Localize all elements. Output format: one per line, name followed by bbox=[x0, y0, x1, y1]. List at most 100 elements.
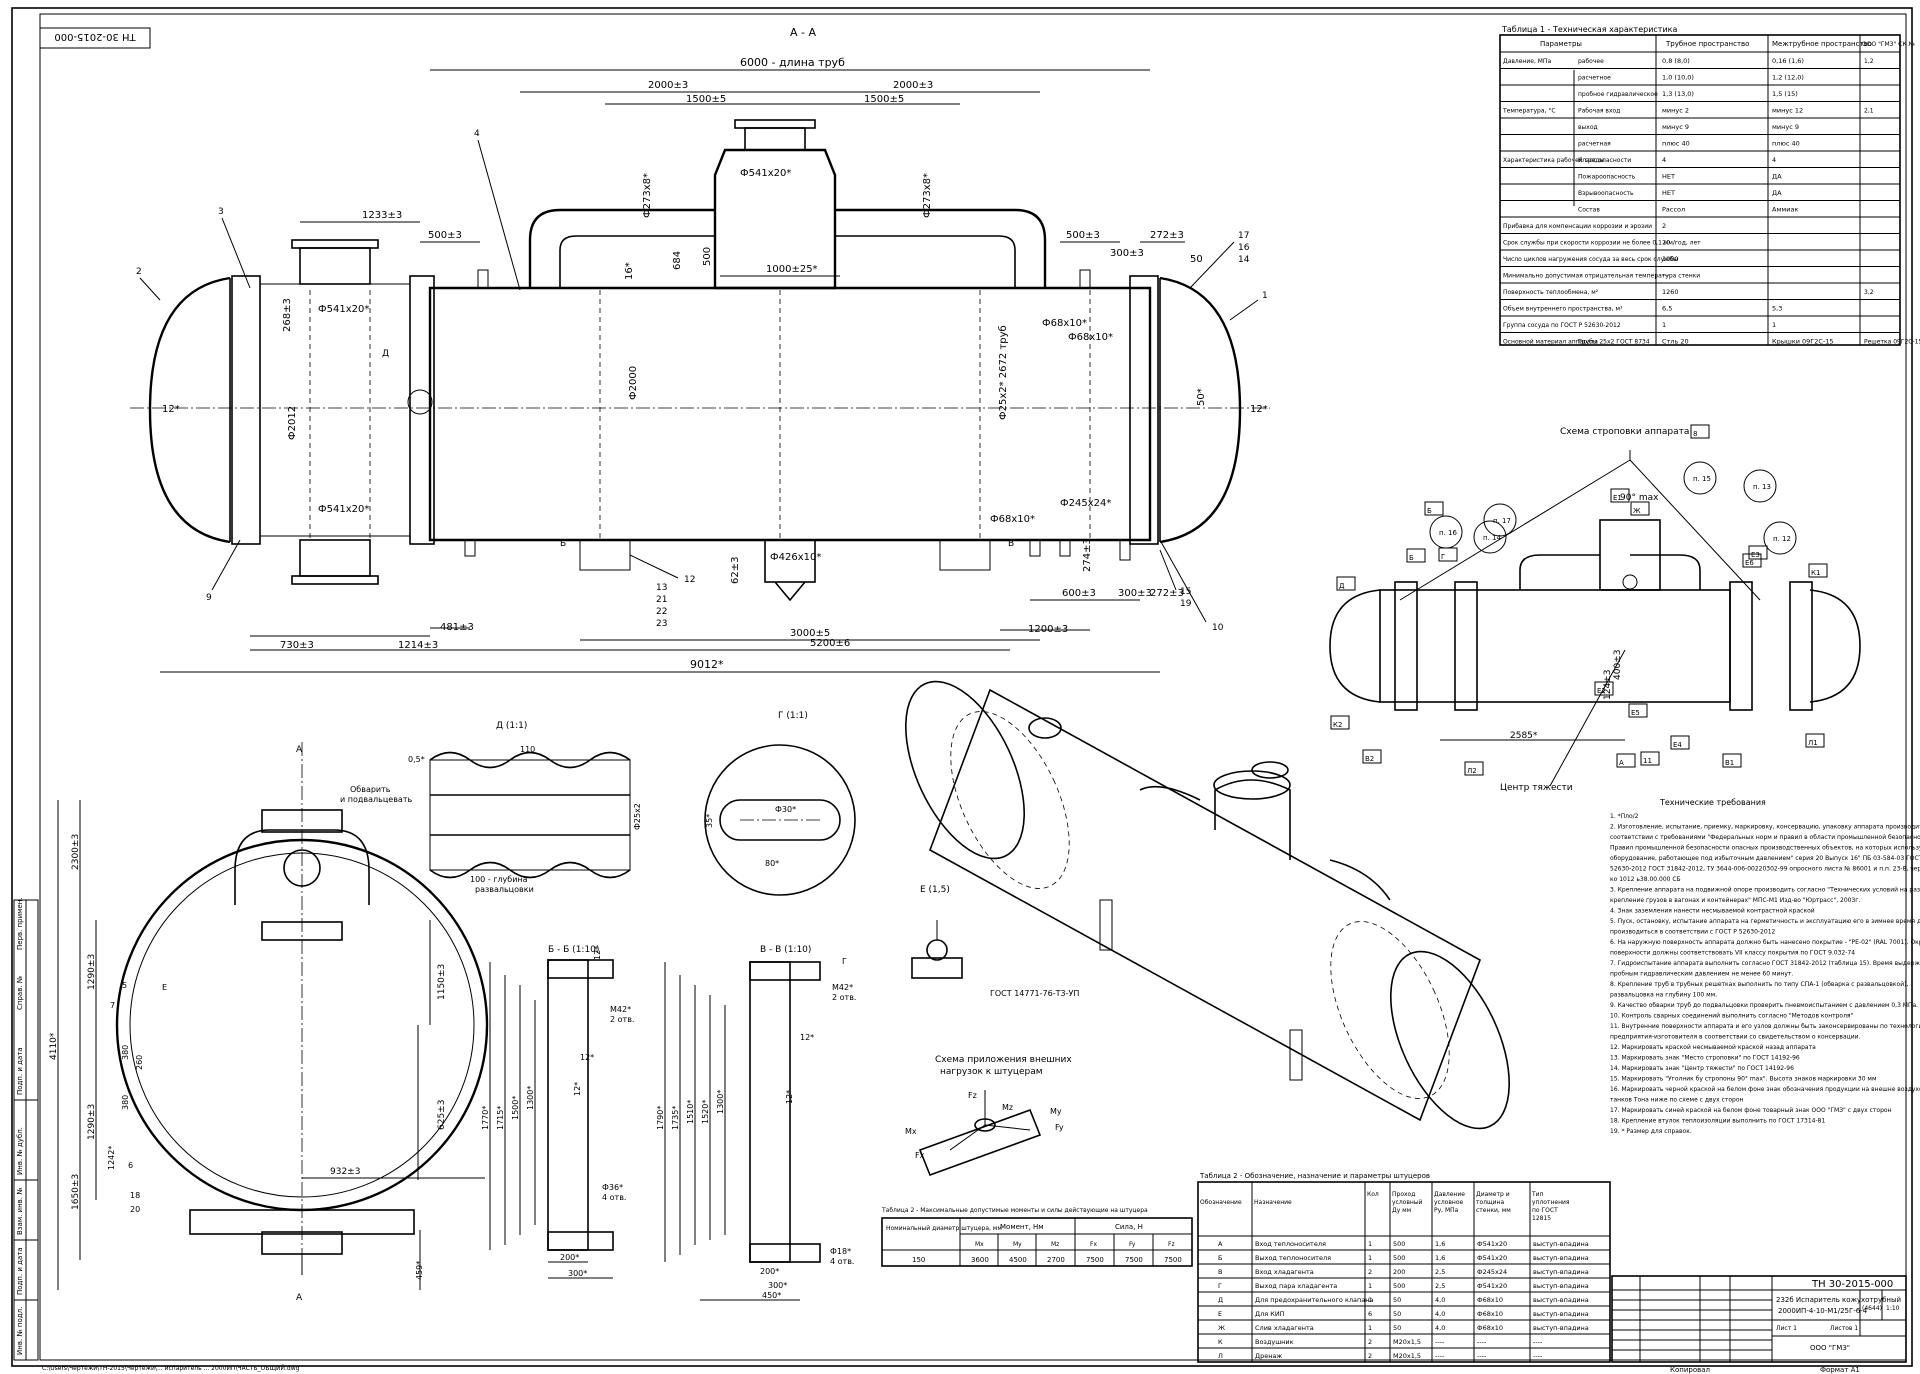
pos-13: 13 bbox=[656, 583, 667, 593]
side-4110: 4110* bbox=[49, 1032, 59, 1060]
dim-phi273-left: Ф273x8* bbox=[642, 173, 653, 218]
sling-bubble-label: 8 bbox=[1693, 430, 1697, 438]
t1-cell-shell: 1 bbox=[1772, 321, 1776, 329]
t1-cell-shell: минус 9 bbox=[1772, 123, 1799, 131]
t2-header: Ру, МПа bbox=[1434, 1207, 1459, 1214]
sb-4otv: 4 отв. bbox=[602, 1193, 626, 1202]
load-title2: нагрузок к штуцерам bbox=[940, 1067, 1043, 1077]
t2-cell: 2 bbox=[1368, 1352, 1372, 1360]
side-1650: 1650±3 bbox=[71, 1174, 81, 1210]
t2-cell: Ф541x20 bbox=[1477, 1240, 1507, 1248]
sv-1520: 1520* bbox=[701, 1100, 710, 1124]
loads-sub: Fy bbox=[1129, 1241, 1136, 1248]
dim-12: 12* bbox=[162, 404, 180, 415]
detail-d-marker bbox=[407, 389, 433, 415]
sling-bubble-label: Е1 bbox=[1613, 494, 1622, 502]
title-name-1: 232б Испаритель кожухотрубный bbox=[1776, 1296, 1901, 1304]
tech-line: 17. Маркировать синей краской на белом ф… bbox=[1610, 1107, 1892, 1114]
tech-line: предприятия-изготовителя в соответствии … bbox=[1610, 1034, 1861, 1041]
t2-header: Диаметр и bbox=[1476, 1191, 1510, 1198]
loads-sub: Mz bbox=[1051, 1241, 1059, 1248]
dim-phi25: Ф25x2* 2672 труб bbox=[998, 325, 1009, 420]
t2-cell: Б bbox=[1218, 1254, 1222, 1262]
t2-header: условное bbox=[1434, 1199, 1463, 1206]
dome bbox=[713, 148, 837, 290]
section-v-title: В - В (1:10) bbox=[760, 945, 811, 955]
side-1290-top: 1290±3 bbox=[87, 954, 97, 990]
detail-d-title: Д (1:1) bbox=[496, 721, 527, 731]
sheet-frame bbox=[11, 7, 1913, 1367]
dim-phi2012: Ф2012 bbox=[287, 406, 298, 440]
dim-50-axis: 50* bbox=[1196, 388, 1207, 406]
load-mx: Mx bbox=[905, 1127, 917, 1136]
sling-bubble bbox=[1616, 753, 1636, 768]
t2-cell: Вход хладагента bbox=[1255, 1268, 1314, 1276]
tech-line: 13. Маркировать знак "Место строповки" п… bbox=[1610, 1055, 1800, 1062]
loads-sub: Fz bbox=[1168, 1241, 1175, 1248]
t1-cell-shell: 1,5 (15) bbox=[1772, 90, 1798, 98]
sling-bubble bbox=[1743, 469, 1777, 503]
tech-line: поверхности должны соответствовать VII к… bbox=[1610, 950, 1855, 957]
title-block: ТН 30-2015-000 232б Испаритель кожухотру… bbox=[1611, 1275, 1907, 1374]
t2-header: Давление bbox=[1434, 1191, 1465, 1198]
sling-bubble-label: Б bbox=[1409, 554, 1414, 562]
loads-sub: My bbox=[1013, 1241, 1022, 1248]
t1-h3: ООО "ГМЗ" СК № bbox=[1862, 41, 1915, 48]
nozzle-bottom-left bbox=[299, 539, 371, 577]
detail-d-phi25: Ф25x2 bbox=[633, 803, 642, 830]
sling-bubble bbox=[1424, 501, 1444, 516]
dim-9012: 9012* bbox=[690, 658, 724, 671]
t2-cell: выступ-впадина bbox=[1533, 1282, 1589, 1290]
sling-bubble-label: В1 bbox=[1725, 759, 1734, 767]
tech-line: 52630-2012 ГОСТ 31842-2012, ТУ 3644-006-… bbox=[1610, 866, 1920, 873]
t2-header: Назначение bbox=[1254, 1199, 1292, 1206]
t1-cell-shell: 1,2 (12,0) bbox=[1772, 74, 1804, 82]
sb-1300: 1300* bbox=[526, 1086, 535, 1110]
sling-bubble bbox=[1690, 424, 1710, 439]
stamp-inv-podl: Инв. № подл. bbox=[16, 1307, 24, 1355]
dim-272-top: 272±3 bbox=[1150, 230, 1184, 241]
side-380b: 380 bbox=[121, 1095, 130, 1110]
dome-nozzle bbox=[744, 127, 806, 151]
sling-bubble bbox=[1640, 751, 1660, 766]
t2-header: Тип bbox=[1531, 1191, 1544, 1198]
tech-line: 19. * Размер для справок. bbox=[1610, 1128, 1692, 1135]
t1-cell-sk: 1,2 bbox=[1864, 58, 1874, 65]
pos-21: 21 bbox=[656, 595, 667, 605]
sling-bubble bbox=[1722, 753, 1742, 768]
iso-shell bbox=[929, 688, 1481, 1122]
loads-title: Таблица 2 - Максимальные допустимые моме… bbox=[881, 1207, 1148, 1214]
sling-bubble-label: п. 14 bbox=[1483, 534, 1501, 542]
dim-50: 50 bbox=[1190, 254, 1203, 265]
dim-5200: 5200±6 bbox=[810, 638, 850, 649]
t1-cell-shell: 5,3 bbox=[1772, 305, 1782, 313]
t1-cell-param: Давление, МПа bbox=[1503, 58, 1551, 65]
section-vv: В - В (1:10) 1790* 1735* 1510* 1520* 130… bbox=[656, 945, 856, 1301]
t2-header: условный bbox=[1392, 1199, 1423, 1206]
t2-header: по ГОСТ bbox=[1532, 1207, 1558, 1214]
side-1290-bot: 1290±3 bbox=[87, 1104, 97, 1140]
t1-h1: Трубное пространство bbox=[1665, 40, 1749, 48]
sling-bubble bbox=[1748, 545, 1768, 560]
title-format: Формат A1 bbox=[1820, 1366, 1860, 1374]
load-fy: Fy bbox=[1055, 1123, 1064, 1132]
tech-line: 7. Гидроиспытание аппарата выполнить сог… bbox=[1610, 960, 1920, 967]
t1-cell-tube: 1,0 (10,0) bbox=[1662, 74, 1694, 82]
load-fx: Fx bbox=[915, 1151, 925, 1160]
loads-h2: Сила, Н bbox=[1115, 1223, 1143, 1231]
load-my: My bbox=[1050, 1107, 1062, 1116]
t1-cell-tube: 2 bbox=[1662, 222, 1666, 230]
tech-line: 8. Крепление труб в трубных решетках вып… bbox=[1610, 981, 1908, 988]
detail-g: Г (1:1) 80* 35* Ф30* bbox=[704, 711, 856, 896]
dim-481: 481±3 bbox=[440, 622, 474, 633]
dim-500v: 500 bbox=[702, 247, 713, 266]
title-name-2: 2000ИП-4-10-М1/25Г-6-4 bbox=[1778, 1307, 1868, 1315]
t1-cell-tube: минус 2 bbox=[1662, 107, 1689, 115]
t2-cell: Дренаж bbox=[1255, 1352, 1282, 1360]
pos-22: 22 bbox=[656, 607, 667, 617]
dim-1500-left: 1500±5 bbox=[686, 94, 726, 105]
detail-d-100: 100 - глубина bbox=[470, 875, 528, 884]
t1-cell-sub: расчетная bbox=[1578, 141, 1611, 148]
t2-cell: выступ-впадина bbox=[1533, 1296, 1589, 1304]
